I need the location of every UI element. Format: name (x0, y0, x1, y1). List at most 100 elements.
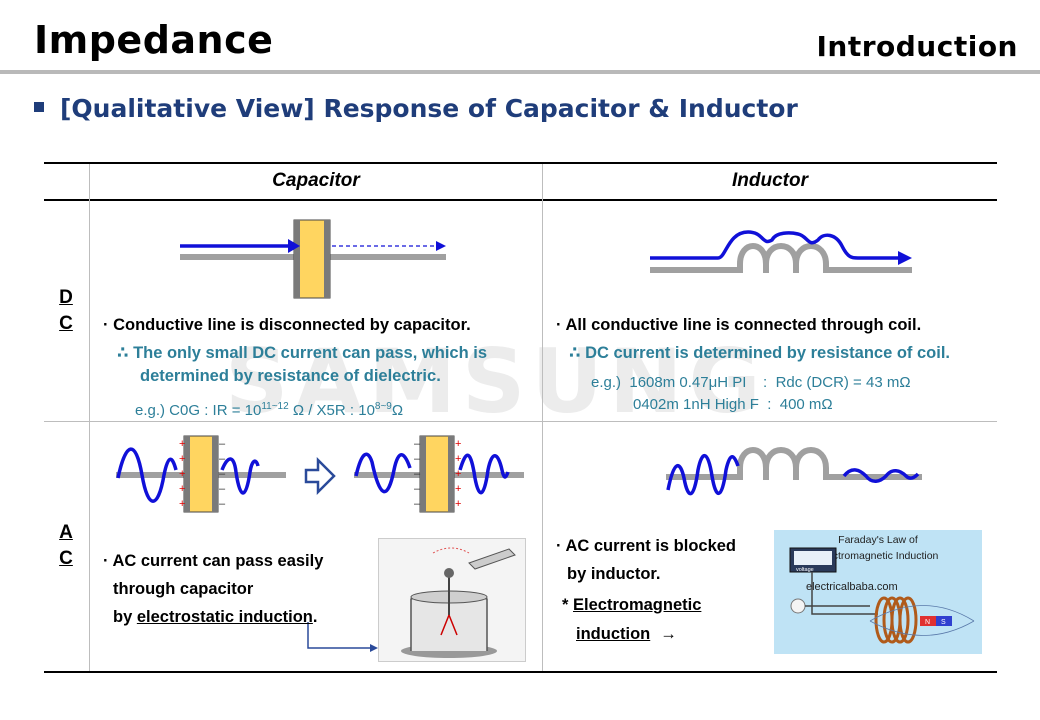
row-label-dc-letter-2: C (59, 313, 73, 334)
dc-cap-plate-left (294, 220, 300, 298)
plus-icon: + (179, 468, 185, 480)
table-col-divider-1 (89, 164, 90, 671)
ac-wave-4 (458, 453, 510, 495)
plus-icon: + (179, 438, 185, 450)
coil-ring-3 (890, 596, 910, 644)
electroscope-knob (444, 568, 454, 578)
ac-ind-note-prefix: * (562, 596, 574, 614)
minus-icon: – (414, 438, 421, 450)
table-row-divider (44, 421, 997, 422)
ac-cap-plate-1b (212, 436, 218, 512)
ac-ind-wire-left (666, 474, 740, 480)
magnet-s-label: S (941, 619, 946, 626)
ac-cap-text-1: · AC current can pass easily (103, 552, 324, 570)
section-title: Introduction (816, 30, 1018, 63)
dc-ind-wire-right (826, 267, 912, 273)
minus-icon: – (219, 498, 226, 510)
ac-ind-text-2: by inductor. (567, 565, 661, 583)
row-label-ac-letter-2: C (59, 548, 73, 569)
dc-cap-text-1: · Conductive line is disconnected by cap… (103, 316, 471, 334)
slide-subtitle: [Qualitative View] Response of Capacitor… (34, 94, 798, 123)
arrow-right-icon: → (660, 625, 677, 643)
plus-icon: + (455, 498, 461, 510)
electrostatic-induction-link[interactable]: electrostatic induction (136, 608, 313, 626)
dc-ind-text-2: ∴ DC current is determined by resistance… (569, 344, 951, 362)
square-bullet-icon (34, 102, 44, 112)
column-header-capacitor: Capacitor (272, 170, 360, 191)
dc-cap-eg-exp-1: 11~12 (261, 401, 289, 412)
dc-ind-text-1: · All conductive line is connected throu… (556, 316, 922, 334)
faraday-site: electricalbaba.com (806, 581, 898, 593)
plus-icon: + (455, 483, 461, 495)
faraday-title-1: Faraday's Law of (838, 534, 918, 546)
dc-cap-text-2: ∴ The only small DC current can pass, wh… (117, 344, 488, 362)
magnet-north (920, 616, 936, 626)
table-bottom-border (44, 671, 997, 673)
field-lines (869, 605, 975, 636)
arrow-right-icon (288, 239, 300, 253)
plus-icon: + (179, 498, 185, 510)
table-top-border (44, 162, 997, 164)
ac-wave-1 (116, 447, 178, 503)
dc-ind-example-1: e.g.) 1608m 0.47μH PI : Rdc (DCR) = 43 m… (591, 374, 911, 391)
title-divider (0, 70, 1040, 74)
ac-cap-text-3: by electrostatic induction. (113, 607, 317, 627)
table-header-border (44, 199, 997, 201)
faraday-drawing: Faraday's Law of Electromagnetic Inducti… (774, 530, 982, 654)
voltmeter-label: voltage (796, 567, 814, 573)
minus-icon: – (414, 483, 421, 495)
minus-icon: – (219, 453, 226, 465)
electroscope-leaves (440, 614, 458, 636)
minus-icon: – (414, 453, 421, 465)
row-label-ac-letter-1: A (59, 522, 73, 543)
magnet-n-label: N (925, 619, 930, 626)
plus-icon: + (455, 438, 461, 450)
charged-rod (468, 548, 516, 570)
ac-cap-text-3-suffix: . (312, 608, 318, 626)
coil-ring-4 (898, 596, 918, 644)
pointer-line (307, 622, 372, 649)
ac-ind-note-1: * Electromagnetic (562, 595, 701, 615)
ac-wave-3 (354, 452, 412, 494)
dc-ind-example-2: 0402m 1nH High F : 400 mΩ (633, 396, 833, 413)
voltmeter-screen (794, 551, 832, 565)
transition-arrow-icon (304, 456, 336, 496)
minus-icon: – (219, 483, 226, 495)
watermark: SAMSUNG (225, 330, 767, 433)
faraday-wires (805, 572, 878, 615)
plus-icon: + (455, 468, 461, 480)
ac-ind-text-1: · AC current is blocked (556, 537, 737, 555)
minus-icon: – (414, 498, 421, 510)
ac-cap-plate-2b (448, 436, 454, 512)
ac-cap-plate-2a (420, 436, 426, 512)
dc-cap-plate-right (324, 220, 330, 298)
electroscope-image (378, 538, 526, 662)
arrow-right-icon (436, 241, 446, 251)
ac-ind-wave-in (666, 454, 740, 496)
dc-cap-eg-end: Ω (391, 402, 404, 419)
minus-icon: – (414, 468, 421, 480)
dc-ind-current-line (650, 230, 900, 260)
dc-cap-example: e.g.) C0G : IR = 1011~12 Ω / X5R : 108~9… (135, 397, 403, 421)
column-header-inductor: Inductor (732, 170, 808, 191)
faraday-title-2: Electromagnetic Induction (818, 550, 939, 562)
row-label-dc: D C (46, 285, 86, 337)
minus-icon: – (219, 438, 226, 450)
ac-ind-wave-out (842, 468, 920, 483)
electromagnetic-link[interactable]: Electromagnetic (573, 596, 702, 614)
induction-link[interactable]: induction (576, 625, 651, 643)
arrow-right-icon (898, 251, 912, 265)
coil-icon (737, 447, 829, 480)
dc-cap-eg-prefix: e.g.) C0G : IR = 10 (135, 402, 262, 419)
table-col-divider-2 (542, 164, 543, 671)
dc-cap-eg-mid: Ω / X5R : 10 (288, 402, 375, 419)
subtitle-text: [Qualitative View] Response of Capacitor… (60, 94, 798, 123)
faraday-image: Faraday's Law of Electromagnetic Inducti… (774, 530, 982, 654)
plus-icon: + (455, 453, 461, 465)
ac-ind-wire-right (826, 474, 922, 480)
plus-icon: + (179, 483, 185, 495)
plus-icon: + (179, 453, 185, 465)
